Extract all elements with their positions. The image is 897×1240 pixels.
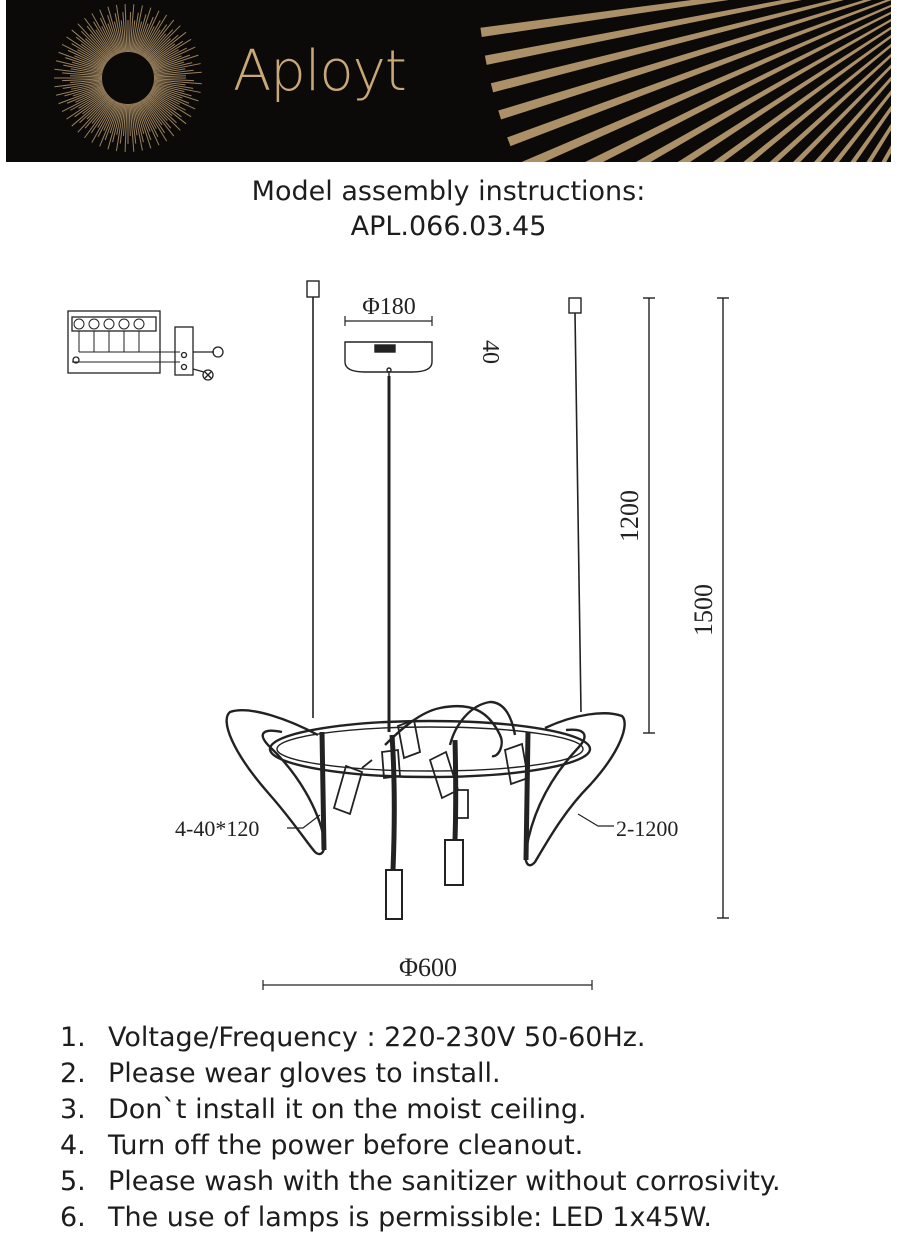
model-number: APL.066.03.45 bbox=[350, 211, 547, 242]
canopy-height-label: 40 bbox=[477, 340, 503, 364]
left-suspension bbox=[306, 280, 320, 718]
brand-logo-text: Aployt bbox=[233, 39, 407, 104]
list-item: 5.Please wash with the sanitizer without… bbox=[60, 1166, 781, 1197]
document-title: Model assembly instructions: APL.066.03.… bbox=[0, 174, 897, 244]
suspension-length-label: 1200 bbox=[615, 490, 644, 542]
canopy-diameter-label: Φ180 bbox=[362, 294, 416, 320]
technical-drawing: Φ180 40 1200 1500 Φ600 4-40*120 2-1200 bbox=[67, 280, 729, 990]
sunburst-art bbox=[54, 0, 891, 162]
spot-spec-label: 4-40*120 bbox=[175, 816, 259, 841]
right-suspension bbox=[568, 297, 582, 713]
list-item: 4.Turn off the power before cleanout. bbox=[60, 1130, 584, 1161]
chandelier-body bbox=[225, 700, 626, 920]
list-item: 1.Voltage/Frequency : 220-230V 50-60Hz. bbox=[60, 1022, 646, 1053]
list-item: 3.Don`t install it on the moist ceiling. bbox=[60, 1094, 587, 1125]
canopy-diameter-dimension bbox=[344, 316, 433, 326]
brand-banner: Aployt bbox=[6, 0, 891, 162]
ring-spec-label: 2-1200 bbox=[616, 816, 678, 841]
ceiling-canopy bbox=[344, 341, 433, 376]
total-height-dimension bbox=[717, 297, 729, 919]
ring-diameter-dimension bbox=[262, 980, 593, 990]
suspension-length-dimension bbox=[643, 297, 655, 734]
list-item: 2.Please wear gloves to install. bbox=[60, 1058, 501, 1089]
list-item: 6.The use of lamps is permissible: LED 1… bbox=[60, 1202, 712, 1233]
total-height-label: 1500 bbox=[689, 584, 718, 636]
wiring-diagram bbox=[67, 310, 224, 381]
ring-diameter-label: Φ600 bbox=[399, 953, 457, 982]
specifications-list: 1.Voltage/Frequency : 220-230V 50-60Hz. … bbox=[60, 1020, 781, 1236]
ring-leader-line bbox=[577, 813, 614, 827]
title-line-1: Model assembly instructions: bbox=[251, 176, 646, 207]
spot-leader-line bbox=[287, 814, 321, 829]
